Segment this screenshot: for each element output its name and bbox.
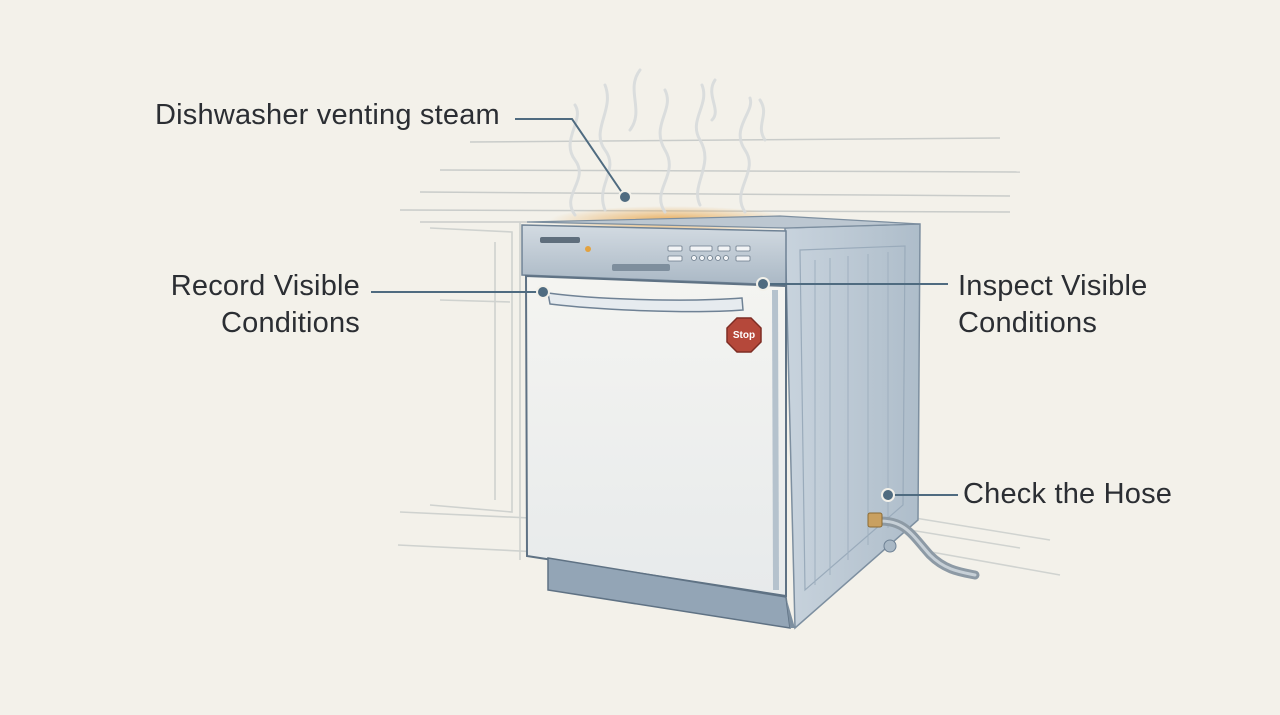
marker-hose xyxy=(881,488,895,502)
side-hatching xyxy=(814,252,889,585)
leader-steam xyxy=(515,118,626,198)
drain-port xyxy=(883,539,897,553)
dishwasher-door xyxy=(524,274,787,598)
callout-hose-label: Check the Hose xyxy=(963,478,1173,510)
panel-buttons xyxy=(667,245,751,262)
dishwasher-top xyxy=(526,215,921,229)
floor-lines xyxy=(909,517,1061,576)
control-panel xyxy=(521,224,787,286)
callout-inspect-label: Inspect Visible Conditions xyxy=(958,270,1148,339)
callout-markers xyxy=(536,190,895,502)
marker-steam xyxy=(618,190,632,204)
door-handle xyxy=(547,292,744,313)
indicator-light xyxy=(585,246,591,252)
callout-steam-label: Dishwasher venting steam xyxy=(155,99,500,131)
left-cabinet xyxy=(397,222,541,560)
callout-record-label: Record Visible Conditions xyxy=(170,270,360,339)
side-panel-inner xyxy=(799,245,906,592)
panel-latch xyxy=(612,264,670,271)
stop-sign: Stop xyxy=(726,317,762,353)
brand-plate xyxy=(540,237,580,243)
door-edge-shading xyxy=(772,289,779,591)
marker-record xyxy=(536,285,550,299)
countertop-lines xyxy=(399,137,1021,223)
stop-sign-label: Stop xyxy=(733,330,755,341)
panel-dial-dots xyxy=(691,255,729,261)
hose-fitting xyxy=(867,512,883,528)
leader-lines xyxy=(371,118,958,496)
marker-inspect xyxy=(756,277,770,291)
steam-wisps xyxy=(568,68,767,217)
